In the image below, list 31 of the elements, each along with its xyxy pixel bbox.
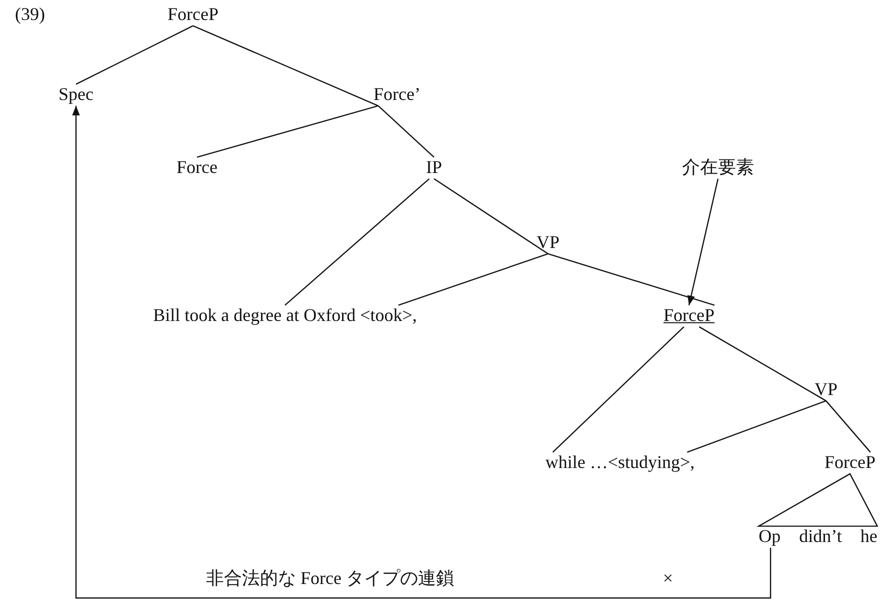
mark: ×: [662, 568, 674, 590]
tree-node-label: while …<studying>,: [545, 452, 695, 474]
edge-label: 非合法的な Force タイプの連鎖: [206, 568, 454, 590]
tree-node-label: ForceP: [664, 305, 714, 327]
branch-line: [284, 178, 430, 306]
tree-node-label: Force’: [374, 84, 420, 106]
arrow: [687, 178, 719, 306]
branch-line: [548, 253, 715, 306]
branch-line: [378, 105, 434, 158]
arrow: [72, 106, 772, 599]
branch-line: [826, 400, 871, 453]
triangle-branch: [756, 472, 878, 527]
tree-node-label: VP: [536, 232, 560, 254]
tree-node-label: Bill took a degree at Oxford <took>,: [153, 305, 417, 327]
branch-line: [434, 178, 548, 254]
tree-node-label: Op didn’t he: [758, 526, 878, 548]
example-number: (39): [15, 4, 45, 26]
tree-node-label: VP: [814, 379, 838, 401]
branch-line: [698, 326, 826, 402]
branch-line: [196, 105, 378, 158]
branch-line: [552, 326, 684, 453]
branch-line: [686, 400, 826, 453]
tree-node-label: ForceP: [168, 4, 218, 26]
tree-node-label: Spec: [58, 84, 94, 106]
branch-line: [192, 25, 378, 106]
branch-line: [398, 253, 548, 306]
tree-node-label: IP: [426, 157, 442, 179]
tree-node-label: ForceP: [824, 452, 876, 474]
tree-node-label: 介在要素: [682, 157, 754, 179]
tree-node-label: Force: [176, 157, 218, 179]
branch-line: [76, 25, 194, 85]
